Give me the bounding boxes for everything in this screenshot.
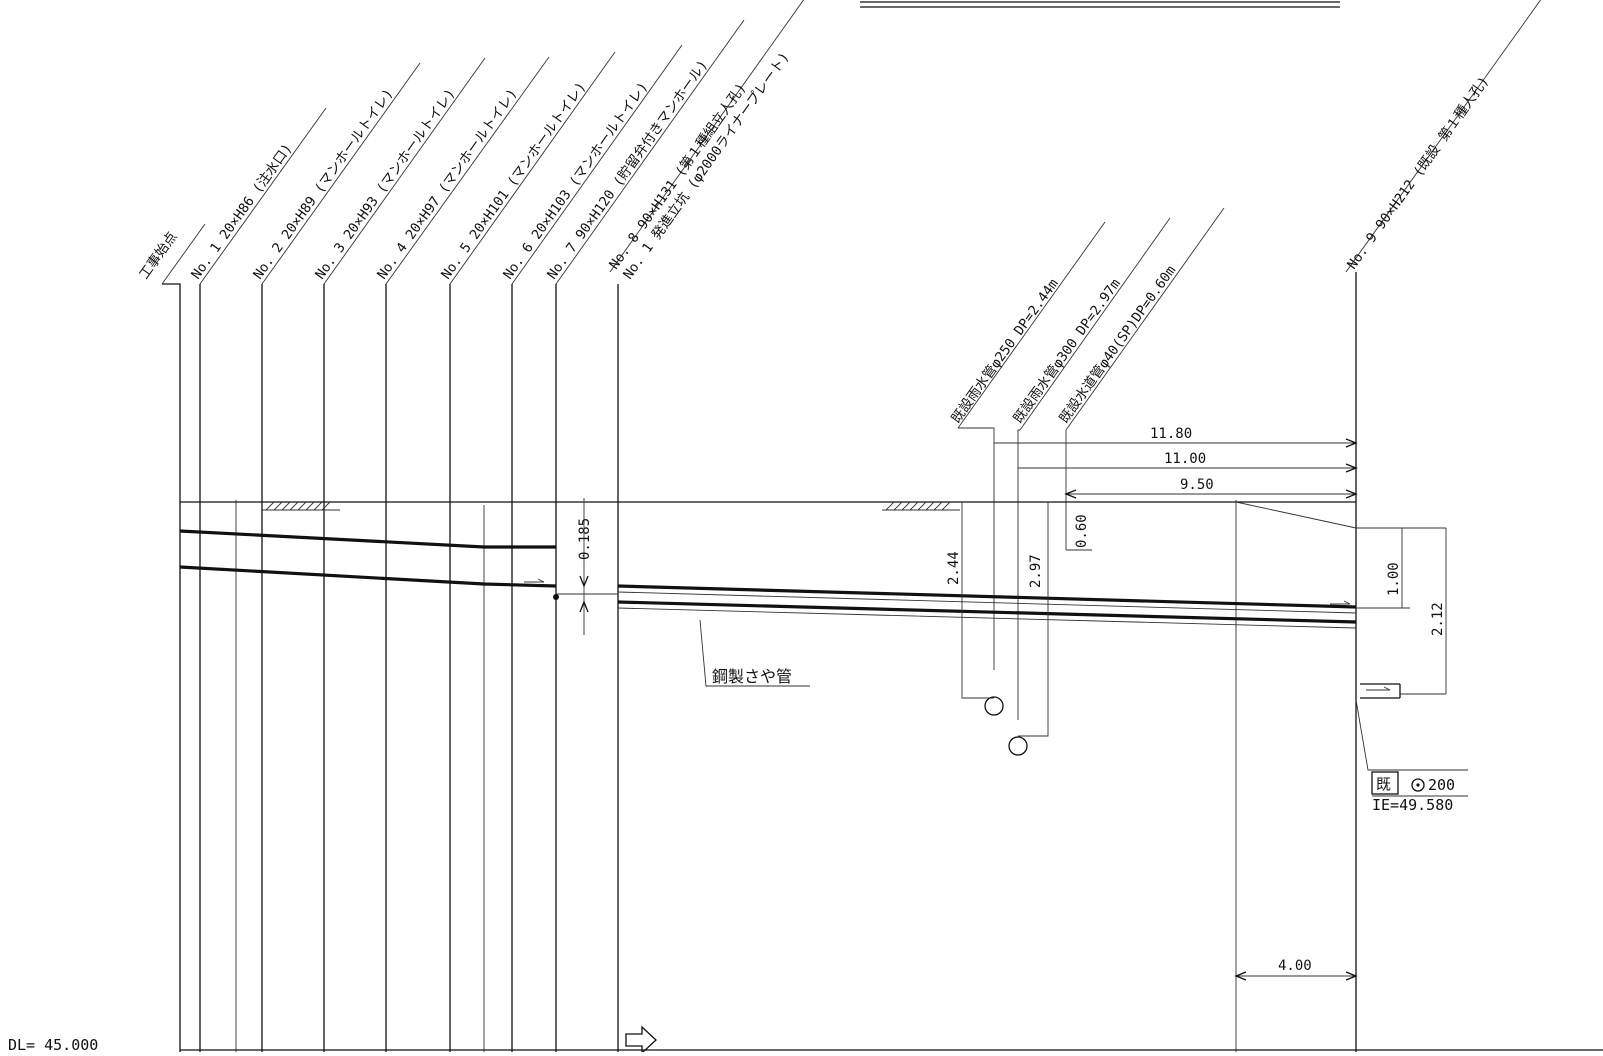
dim-060: 0.60: [1074, 514, 1090, 548]
station-label-launch-shaft: No. 1 発進立坑 (φ2000ライナープレート): [620, 49, 793, 282]
sewer-pipe: [179, 529, 1357, 629]
dim-100: 1.00: [1386, 562, 1402, 596]
storm-pipe-300-icon: [1008, 736, 1028, 756]
steel-casing: 鋼製さや管: [699, 619, 810, 687]
manhole-circle-icon: [1411, 778, 1425, 792]
dim-400: 4.00: [1278, 958, 1312, 974]
existing-storm-pipe-250-label: 既設雨水管φ250 DP=2.44m: [948, 276, 1062, 426]
dim-0185: 0.185: [577, 518, 593, 560]
dim-212: 2.12: [1430, 602, 1446, 636]
station-lines: [162, 272, 1357, 1052]
dim-1180: 11.80: [1150, 426, 1192, 442]
station-leaders: [161, 0, 1542, 431]
ground-line: [180, 501, 1356, 511]
dim-950: 9.50: [1180, 477, 1214, 493]
station-label-no4: No. 4 20×H97 (マンホールトイレ): [374, 86, 521, 282]
station-labels: 工事始点 No. 1 20×H86 (注水口) No. 2 20×H89 (マン…: [136, 49, 1492, 282]
dims-horizontal: 11.80 11.00 9.50: [994, 426, 1358, 499]
storm-pipe-250-icon: [984, 696, 1004, 716]
station-label-no1: No. 1 20×H86 (注水口): [188, 141, 295, 283]
dim-297: 2.97: [1028, 554, 1044, 588]
direction-arrow-icon: [625, 1025, 657, 1055]
title-underline: [860, 1, 1340, 8]
dim-1100: 11.00: [1164, 451, 1206, 467]
datum-label: DL= 45.000: [8, 1036, 98, 1052]
dim-400-group: 4.00: [1234, 958, 1358, 981]
existing-manhole: 1.00 2.12: [1235, 501, 1468, 771]
station-label-start: 工事始点: [136, 229, 180, 282]
flow-arrows: [524, 578, 1391, 691]
station-label-no9: No. 9 90×H212 (既設 第１種人孔): [1343, 73, 1492, 272]
pipe-node: [553, 594, 559, 600]
dim-244: 2.44: [946, 551, 962, 585]
ground-hatch-left: [262, 501, 340, 511]
dim-drop: 0.185: [577, 498, 593, 635]
existing-size: 200: [1428, 776, 1455, 794]
existing-pipes-section: 2.44 2.97 0.60: [946, 502, 1092, 756]
datum: DL= 45.000: [8, 1025, 1603, 1055]
steel-casing-label: 鋼製さや管: [712, 667, 792, 686]
existing-pipe-labels: 既設雨水管φ250 DP=2.44m 既設雨水管φ300 DP=2.97m 既設…: [948, 263, 1179, 720]
existing-box-label: 既 200 IE=49.580: [1371, 771, 1468, 814]
existing-mark: 既: [1376, 775, 1391, 793]
existing-ie: IE=49.580: [1372, 796, 1453, 814]
ground-hatch-right: [882, 501, 960, 511]
